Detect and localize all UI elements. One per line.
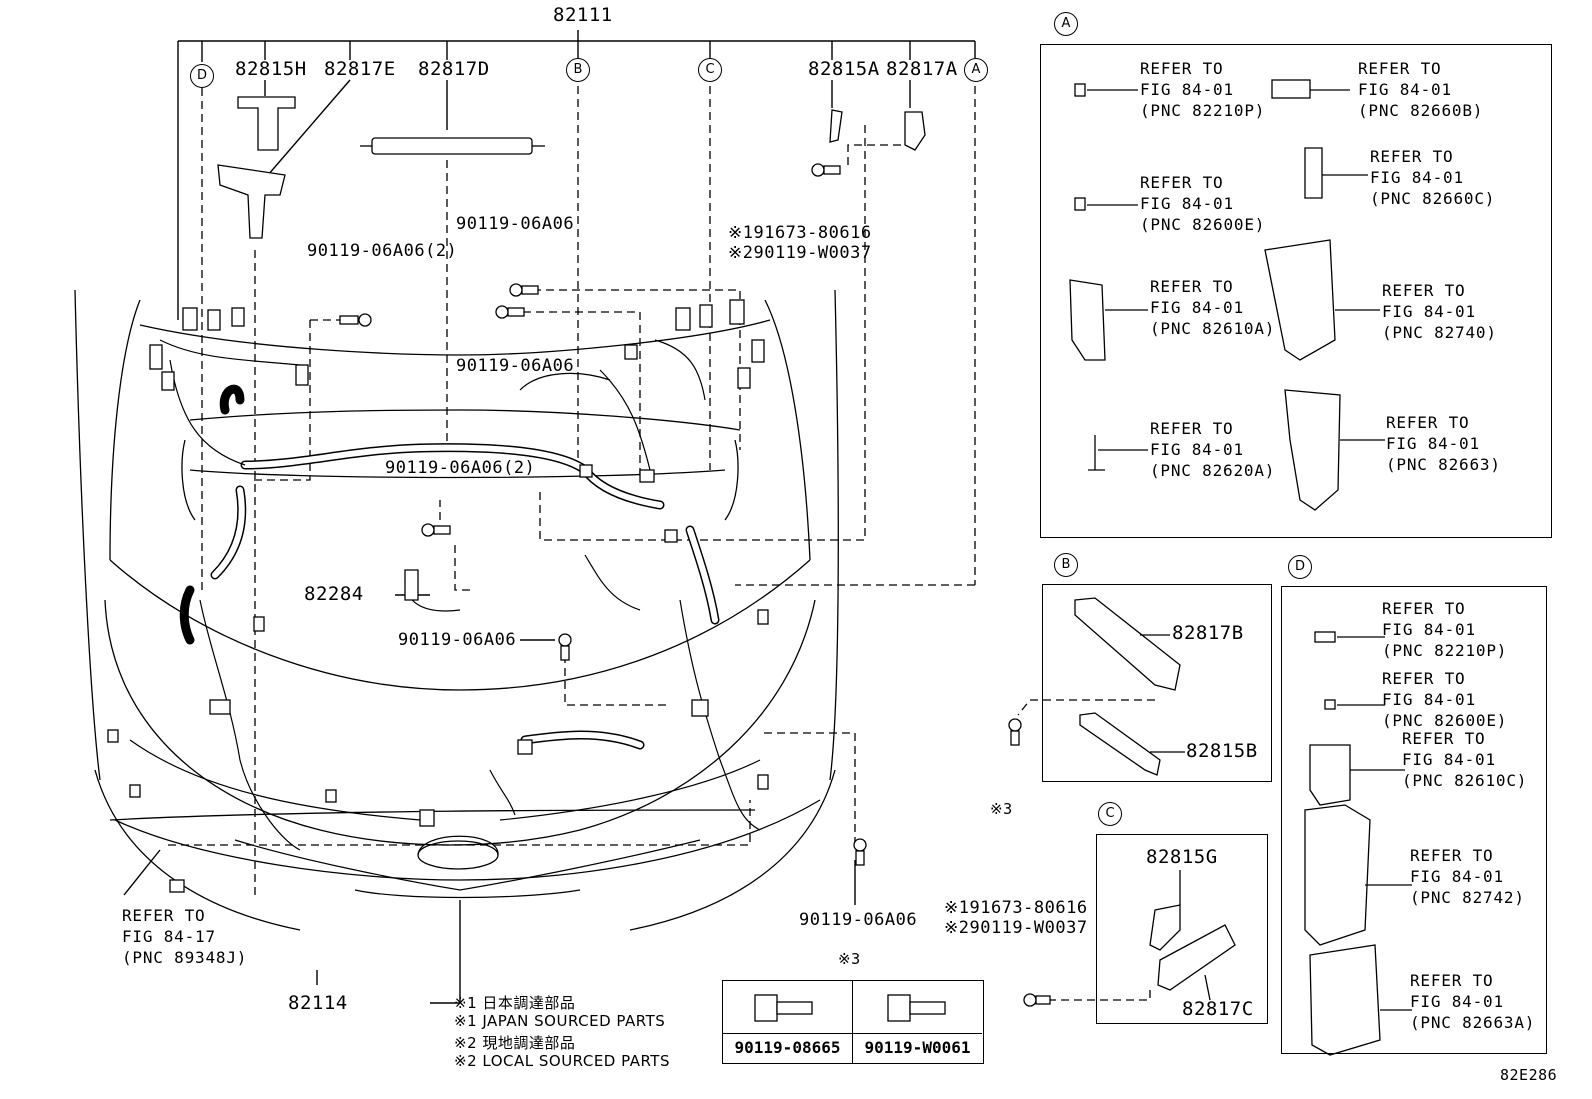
panel-b-callout: B (1054, 553, 1078, 577)
bolt-label-right[interactable]: 90119-06A06 (799, 910, 918, 930)
part-82817b-label[interactable]: 82817B (1172, 622, 1244, 644)
bolt-label-lower[interactable]: 90119-06A06 (398, 630, 517, 650)
part-82817d-label[interactable]: 82817D (418, 58, 490, 80)
panel-a-callout: A (1054, 12, 1078, 36)
panel-b (1042, 584, 1272, 782)
bolt-label-left[interactable]: 90119-06A06(2) (307, 241, 458, 261)
callout-a[interactable]: A (964, 58, 988, 82)
ref-label-2[interactable]: ※290119-W0037 (728, 243, 872, 263)
fastener-part-number: 90119-08665 (734, 1038, 841, 1057)
part-82815b-label[interactable]: 82815B (1186, 740, 1258, 762)
panel-b-fastener-note: ※3 (990, 800, 1013, 818)
note-japan-jp: ※1 日本調達部品 (454, 994, 576, 1012)
part-82817c-label[interactable]: 82817C (1182, 998, 1254, 1020)
bolt-label-mid1[interactable]: 90119-06A06 (456, 214, 575, 234)
part-82817a-label[interactable]: 82817A (886, 58, 958, 80)
callout-c[interactable]: C (698, 58, 722, 82)
fastener-cell-1[interactable]: 90119-08665 (723, 981, 853, 1063)
harness-part-number[interactable]: 82111 (553, 4, 613, 26)
part-82815g-label[interactable]: 82815G (1146, 846, 1218, 868)
ref-label-1[interactable]: ※191673-80616 (728, 223, 872, 243)
panel-a (1040, 44, 1552, 538)
part-82815h-label[interactable]: 82815H (235, 58, 307, 80)
bolt-label-mid2[interactable]: 90119-06A06 (456, 356, 575, 376)
figure-id: 82E286 (1500, 1066, 1558, 1084)
bolt-icon (723, 981, 852, 1034)
callout-b[interactable]: B (566, 58, 590, 82)
bolt-label-center[interactable]: 90119-06A06(2) (385, 458, 536, 478)
part-82815a-label[interactable]: 82815A (808, 58, 880, 80)
callout-d[interactable]: D (190, 64, 214, 88)
bolt-icon (853, 981, 982, 1034)
part-82817e-label[interactable]: 82817E (324, 58, 396, 80)
note-local-jp: ※2 現地調達部品 (454, 1034, 576, 1052)
part-82284-label[interactable]: 82284 (304, 583, 364, 605)
fastener-table: 90119-08665 90119-W0061 (722, 980, 984, 1064)
part-82114-label[interactable]: 82114 (288, 992, 348, 1014)
fastener-table-title: ※3 (838, 950, 861, 968)
panel-d-callout: D (1288, 555, 1312, 579)
panel-c-callout: C (1098, 802, 1122, 826)
panel-c-ref-2[interactable]: ※290119-W0037 (944, 918, 1088, 938)
fastener-part-number: 90119-W0061 (864, 1038, 971, 1057)
fastener-cell-2[interactable]: 90119-W0061 (853, 981, 982, 1063)
note-japan-en: ※1 JAPAN SOURCED PARTS (454, 1012, 666, 1030)
panel-d (1281, 586, 1547, 1054)
note-local-en: ※2 LOCAL SOURCED PARTS (454, 1052, 670, 1070)
panel-c-ref-1[interactable]: ※191673-80616 (944, 898, 1088, 918)
panel-c (1096, 834, 1268, 1024)
